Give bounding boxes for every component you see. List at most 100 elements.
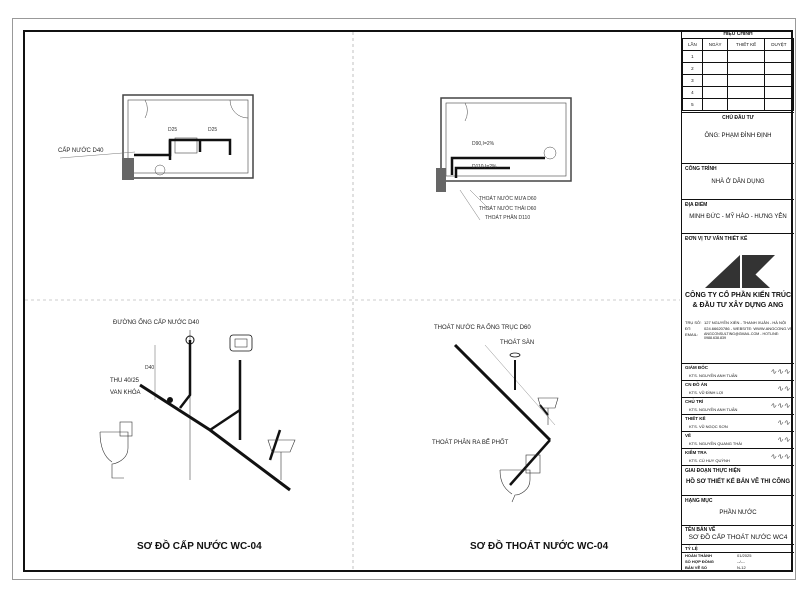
person-name: KTS. CÙ HUY QUỲNH bbox=[689, 458, 730, 463]
revision-title: HIỆU CHỈNH bbox=[723, 31, 753, 37]
signature-icon: ∿∿ bbox=[776, 418, 790, 427]
sheet-section: BẢN VẼ SỐ N-12 bbox=[682, 565, 794, 571]
completion-section: HOÀN THÀNH 01/2025 bbox=[682, 553, 794, 559]
location-section: ĐỊA ĐIỂM MINH ĐỨC - MỸ HÀO - HƯNG YÊN bbox=[682, 200, 794, 234]
location-name: MINH ĐỨC - MỸ HÀO - HƯNG YÊN bbox=[689, 214, 787, 220]
signature-icon: ∿∿∿ bbox=[769, 452, 790, 461]
completion-value: 01/2025 bbox=[737, 553, 752, 558]
supply-caption: SƠ ĐỒ CẤP NƯỚC WC-04 bbox=[137, 541, 262, 552]
drawing-name-value: SƠ ĐỒ CẤP THOÁT NƯỚC WC4 bbox=[688, 534, 788, 541]
signature-icon: ∿∿∿ bbox=[769, 401, 790, 410]
supply-riser-label: ĐƯỜNG ỐNG CẤP NƯỚC D40 bbox=[113, 320, 200, 326]
company-info-value: ANGCONSULTING@GMAIL.COM - HOTLINE: 0988.… bbox=[704, 332, 780, 340]
drain-callout-waste: THOÁT NƯỚC THẢI D60 bbox=[479, 206, 537, 212]
company-name-2: & ĐẦU TƯ XÂY DỰNG ANG bbox=[692, 302, 784, 309]
person-name: KTS. NGUYỄN ANH TUẤN bbox=[689, 407, 738, 412]
contract-label: SỐ HỢP ĐỒNG bbox=[685, 559, 714, 564]
drain-callout-sewage: THOÁT PHÂN D110 bbox=[485, 215, 531, 221]
contract-value: --/--- bbox=[737, 559, 745, 564]
revision-row-number: 2 bbox=[682, 62, 703, 75]
consultant-label: ĐƠN VỊ TƯ VẤN THIẾT KẾ bbox=[685, 236, 748, 242]
company-name-1: CÔNG TY CỔ PHẦN KIẾN TRÚC bbox=[684, 292, 792, 299]
person-name: KTS. VŨ NGỌC SƠN bbox=[689, 424, 728, 429]
company-logo bbox=[705, 255, 775, 288]
company-info-label: ĐT: bbox=[685, 326, 691, 331]
category-section: HẠNG MỤC PHẦN NƯỚC bbox=[682, 496, 794, 526]
company-info-value: 127 NGUYỄN XIỂN - THANH XUÂN - HÀ NỘI bbox=[704, 320, 787, 325]
drain-plan-d110-label: D110,I=2% bbox=[472, 164, 497, 170]
person-role: VẼ bbox=[685, 433, 692, 438]
drawing-sheet bbox=[23, 30, 793, 572]
person-role: CHỦ TRÌ bbox=[685, 399, 704, 404]
revision-header: LẦN bbox=[682, 38, 703, 51]
project-label: CÔNG TRÌNH bbox=[685, 166, 717, 172]
title-block: HIỆU CHỈNH LẦN NGÀY THIẾT KẾ DUYỆT 1 2 3… bbox=[681, 30, 795, 572]
supply-d40-label: D40 bbox=[145, 365, 155, 371]
revision-header: THIẾT KẾ bbox=[727, 38, 765, 51]
drain-septic-label: THOÁT PHÂN RA BỂ PHỐT bbox=[432, 440, 509, 446]
supply-valve-label: VAN KHÓA bbox=[110, 390, 141, 396]
person-row: CHỦ TRÌ KTS. NGUYỄN ANH TUẤN ∿∿∿ bbox=[682, 398, 794, 415]
drain-plan bbox=[436, 97, 572, 221]
project-name: NHÀ Ở DÂN DỤNG bbox=[711, 179, 765, 185]
signature-icon: ∿∿ bbox=[776, 384, 790, 393]
stage-label: GIAI ĐOẠN THỰC HIỆN bbox=[685, 468, 741, 474]
person-role: THIẾT KẾ bbox=[685, 416, 706, 421]
scale-label: TỶ LỆ bbox=[685, 546, 698, 551]
person-role: GIÁM ĐỐC bbox=[685, 365, 708, 370]
revision-header: DUYỆT bbox=[763, 38, 795, 51]
category-value: PHẦN NƯỚC bbox=[719, 510, 757, 516]
supply-plan-label: CẤP NƯỚC D40 bbox=[58, 148, 104, 154]
completion-label: HOÀN THÀNH bbox=[685, 553, 712, 558]
person-name: KTS. NGUYỄN ANH TUẤN bbox=[689, 373, 738, 378]
location-label: ĐỊA ĐIỂM bbox=[685, 202, 708, 208]
person-row: GIÁM ĐỐC KTS. NGUYỄN ANH TUẤN ∿∿∿ bbox=[682, 364, 794, 381]
outer-frame bbox=[12, 18, 796, 580]
drain-riser-label: THOÁT NƯỚC RA ỐNG TRỤC D60 bbox=[434, 325, 531, 331]
person-name: KTS. VŨ ĐÌNH LỢI bbox=[689, 390, 724, 395]
revision-row-number: 4 bbox=[682, 86, 703, 99]
revision-row-number: 1 bbox=[682, 50, 703, 63]
company-info-label: TRỤ SỞ: bbox=[685, 320, 702, 325]
sheet-value: N-12 bbox=[737, 565, 746, 570]
drain-plan-d90-label: D90,I=2% bbox=[472, 141, 495, 147]
revision-row-number: 3 bbox=[682, 74, 703, 87]
owner-section: CHỦ ĐẦU TƯ ÔNG: PHẠM ĐÌNH ĐỊNH bbox=[682, 112, 794, 164]
drain-floor-label: THOÁT SÀN bbox=[500, 340, 535, 346]
category-label: HẠNG MỤC bbox=[685, 498, 713, 504]
supply-pipe-label-b: D25 bbox=[208, 127, 218, 133]
signature-icon: ∿∿ bbox=[776, 435, 790, 444]
stage-value: HỒ SƠ THIẾT KẾ BẢN VẼ THI CÔNG bbox=[685, 479, 791, 485]
supply-isometric bbox=[99, 330, 296, 492]
owner-label: CHỦ ĐẦU TƯ bbox=[722, 115, 754, 121]
company-info-value: 024.66620786 - WEBSITE: WWW.ANGCONG.VN bbox=[704, 326, 793, 331]
scale-section: TỶ LỆ bbox=[682, 545, 794, 553]
drain-callout-rain: THOÁT NƯỚC MƯA D60 bbox=[479, 196, 537, 202]
sheet-label: BẢN VẼ SỐ bbox=[685, 565, 708, 570]
person-row: VẼ KTS. NGUYỄN QUANG THÁI ∿∿ bbox=[682, 432, 794, 449]
person-role: CN ĐỒ ÁN bbox=[685, 382, 708, 387]
drawing-name-section: TÊN BẢN VẼ SƠ ĐỒ CẤP THOÁT NƯỚC WC4 bbox=[682, 526, 794, 545]
person-row: KIỂM TRA KTS. CÙ HUY QUỲNH ∿∿∿ bbox=[682, 449, 794, 466]
contract-section: SỐ HỢP ĐỒNG --/--- bbox=[682, 559, 794, 565]
stage-section: GIAI ĐOẠN THỰC HIỆN HỒ SƠ THIẾT KẾ BẢN V… bbox=[682, 466, 794, 496]
project-section: CÔNG TRÌNH NHÀ Ở DÂN DỤNG bbox=[682, 164, 794, 200]
drain-caption: SƠ ĐỒ THOÁT NƯỚC WC-04 bbox=[470, 541, 609, 552]
person-row: THIẾT KẾ KTS. VŨ NGỌC SƠN ∿∿ bbox=[682, 415, 794, 432]
signature-icon: ∿∿∿ bbox=[769, 367, 790, 376]
person-name: KTS. NGUYỄN QUANG THÁI bbox=[689, 441, 743, 446]
supply-pipe-label-a: D25 bbox=[168, 127, 178, 133]
person-row: CN ĐỒ ÁN KTS. VŨ ĐÌNH LỢI ∿∿ bbox=[682, 381, 794, 398]
revision-header: NGÀY bbox=[701, 38, 729, 51]
drawing-name-label: TÊN BẢN VẼ bbox=[685, 527, 716, 533]
supply-plan bbox=[59, 94, 254, 180]
consultant-section: ĐƠN VỊ TƯ VẤN THIẾT KẾ CÔNG TY CỔ PHẦN K… bbox=[682, 234, 794, 364]
supply-reducer-label: THU 40/25 bbox=[110, 378, 140, 384]
revision-row-number: 5 bbox=[682, 98, 703, 111]
person-role: KIỂM TRA bbox=[685, 450, 707, 455]
company-info-label: EMAIL: bbox=[685, 332, 699, 337]
drain-isometric bbox=[453, 343, 559, 503]
owner-name: ÔNG: PHẠM ĐÌNH ĐỊNH bbox=[704, 133, 772, 139]
revision-table: LẦN NGÀY THIẾT KẾ DUYỆT 1 2 3 4 5 bbox=[682, 38, 795, 111]
